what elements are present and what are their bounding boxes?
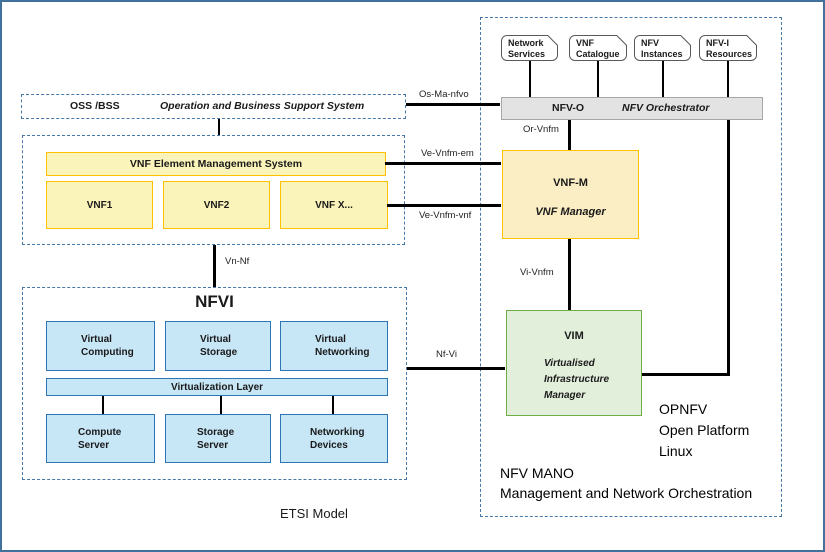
vim-title: Virtualised Infrastructure Manager [544, 356, 609, 404]
storage-server-box: Storage Server [165, 414, 271, 463]
vim-box: VIM Virtualised Infrastructure Manager [506, 310, 642, 416]
virtual-computing-line2: Computing [81, 347, 134, 358]
compute-server-line1: Compute [78, 427, 122, 438]
vnfx-box: VNF X... [280, 181, 388, 229]
vnf-area-box: VNF Element Management System VNF1 VNF2 … [22, 135, 405, 245]
etsi-model-label: ETSI Model [280, 506, 348, 521]
nfvi-resources-card: NFV-I Resources [699, 35, 757, 61]
virtual-networking-box: Virtual Networking [280, 321, 388, 371]
nfv-instances-line2: Instances [641, 49, 683, 59]
vnf-catalogue-line2: Catalogue [576, 49, 620, 59]
opnfv-line2: Open Platform [659, 422, 750, 438]
nfv-mano-box: Network Services VNF Catalogue NFV Insta… [480, 17, 782, 517]
network-services-card: Network Services [501, 35, 558, 61]
connector-card4-nfvo [727, 61, 729, 97]
connector-oss-vnf [218, 119, 220, 135]
connector-vn-nf [213, 245, 216, 287]
vnf2-box: VNF2 [163, 181, 270, 229]
vim-title-line3: Manager [544, 390, 586, 401]
nfvo-bar: NFV-O NFV Orchestrator [501, 97, 763, 120]
virtual-storage-line2: Storage [200, 347, 238, 358]
connector-card1-nfvo [529, 61, 531, 97]
vnf1-box: VNF1 [46, 181, 153, 229]
networking-devices-line2: Devices [310, 440, 348, 451]
vnf-catalogue-card: VNF Catalogue [569, 35, 627, 61]
connector-card3-nfvo [662, 61, 664, 97]
connector-ve-vnfm-vnf [387, 204, 501, 207]
opnfv-text: OPNFV Open Platform Linux [659, 399, 749, 462]
mano-caption-line1: NFV MANO [500, 465, 574, 481]
nfvi-resources-line2: Resources [706, 49, 753, 59]
opnfv-line1: OPNFV [659, 401, 708, 417]
nfv-instances-card: NFV Instances [634, 35, 691, 61]
opnfv-line3: Linux [659, 443, 693, 459]
network-services-line1: Network [508, 38, 544, 48]
storage-server-line2: Server [197, 440, 229, 451]
vnfm-box: VNF-M VNF Manager [502, 150, 639, 239]
networking-devices-box: Networking Devices [280, 414, 388, 463]
mano-caption-line2: Management and Network Orchestration [500, 484, 753, 501]
virtual-computing-line1: Virtual [81, 334, 112, 345]
vim-abbr: VIM [564, 330, 584, 342]
mano-caption: NFV MANO Management and Network Orchestr… [500, 464, 752, 503]
oss-bss-box: OSS /BSS Operation and Business Support … [21, 94, 406, 119]
nfvi-resources-line1: NFV-I [706, 38, 730, 48]
ref-os-ma: Os-Ma-nfvo [419, 89, 469, 100]
connector-nf-vi [407, 367, 505, 370]
vnfm-title: VNF Manager [535, 206, 606, 218]
virtual-networking-line1: Virtual [315, 334, 346, 345]
ref-nf-vi: Nf-Vi [436, 349, 457, 360]
nfvo-title: NFV Orchestrator [622, 102, 710, 114]
connector-nfvo-vim-horizontal [642, 373, 730, 376]
vim-title-line1: Virtualised [544, 358, 595, 369]
connector-card2-nfvo [597, 61, 599, 97]
vnf-catalogue-line1: VNF [576, 38, 594, 48]
virtual-networking-line2: Networking [315, 347, 370, 358]
nfv-instances-line1: NFV [641, 38, 659, 48]
oss-bss-abbr: OSS /BSS [70, 100, 120, 112]
network-services-line2: Services [508, 49, 546, 59]
connector-vlayer-storage [220, 396, 222, 414]
connector-vlayer-network [332, 396, 334, 414]
nfvi-box: NFVI Virtual Computing Virtual Storage V… [22, 287, 407, 480]
vnfm-abbr: VNF-M [553, 177, 588, 189]
oss-bss-title: Operation and Business Support System [160, 100, 365, 112]
ref-vn-nf: Vn-Nf [225, 256, 250, 267]
virtual-storage-line1: Virtual [200, 334, 231, 345]
vnf2-label: VNF2 [203, 199, 230, 211]
vim-title-line2: Infrastructure [544, 374, 610, 385]
virtualization-layer-box: Virtualization Layer [46, 378, 388, 396]
connector-vlayer-compute [102, 396, 104, 414]
connector-nfvo-vim-vertical [727, 120, 730, 376]
vnf-ems-label: VNF Element Management System [129, 158, 303, 170]
nfvo-abbr: NFV-O [552, 102, 585, 114]
connector-os-ma [406, 103, 500, 106]
virtual-storage-box: Virtual Storage [165, 321, 271, 371]
ref-vi-vnfm: Vi-Vnfm [520, 267, 554, 278]
connector-or-vnfm [568, 120, 571, 150]
vnfx-label: VNF X... [315, 199, 353, 211]
vnf1-label: VNF1 [86, 199, 113, 211]
compute-server-line2: Server [78, 440, 110, 451]
compute-server-box: Compute Server [46, 414, 155, 463]
storage-server-line1: Storage [197, 427, 235, 438]
ref-ve-vnfm-em: Ve-Vnfm-em [421, 148, 474, 159]
vnf-ems-box: VNF Element Management System [46, 152, 386, 176]
ref-or-vnfm: Or-Vnfm [523, 124, 559, 135]
connector-ve-vnfm-em [385, 162, 501, 165]
connector-vi-vnfm [568, 239, 571, 310]
nfvi-title: NFVI [195, 292, 234, 311]
networking-devices-line1: Networking [310, 427, 365, 438]
virtual-computing-box: Virtual Computing [46, 321, 155, 371]
virtualization-layer-label: Virtualization Layer [170, 381, 264, 393]
ref-ve-vnfm-vnf: Ve-Vnfm-vnf [419, 210, 472, 221]
